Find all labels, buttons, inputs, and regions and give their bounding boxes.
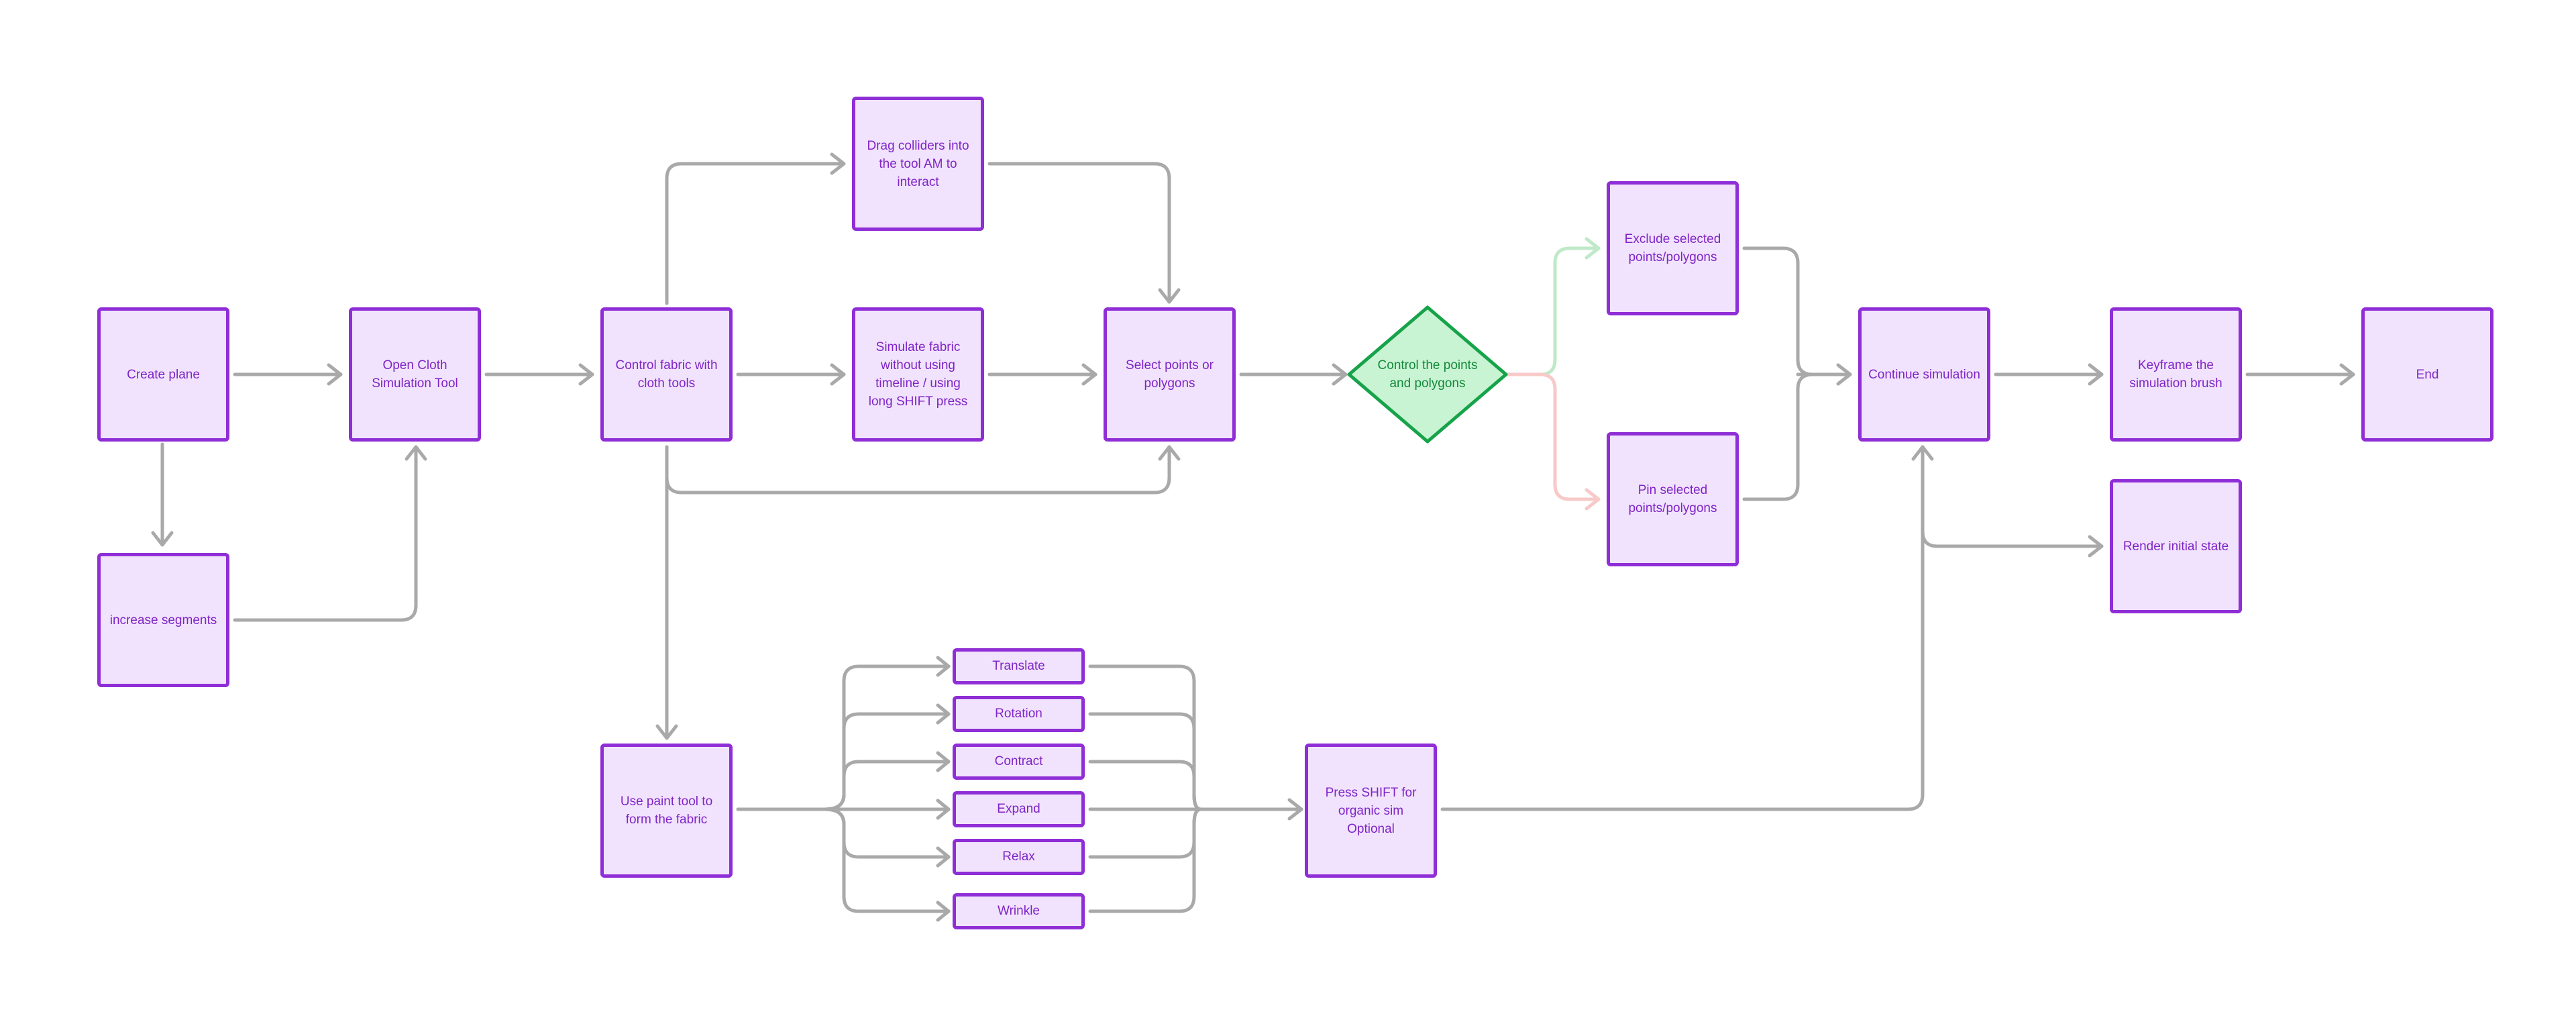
node-label: Create plane: [127, 367, 200, 382]
node-label: Select points or polygons: [1126, 358, 1214, 391]
arrowhead: [936, 703, 951, 725]
connector-brush-to-shift-5: [1088, 807, 1203, 913]
arrowhead: [936, 846, 951, 868]
arrowhead: [830, 152, 846, 175]
connector-pin-to-continue: [1742, 372, 1815, 501]
connector-control-to-select-loop: [665, 445, 1171, 495]
connector-decision-to-pin: [1506, 372, 1601, 501]
node-label: Drag colliders into the tool AM to inter…: [867, 138, 969, 189]
arrowhead: [1585, 488, 1601, 511]
arrowhead: [2339, 363, 2355, 386]
node-create-plane[interactable]: Create plane: [97, 307, 229, 442]
brush-mode-contract[interactable]: Contract: [953, 744, 1085, 780]
connector-exclude-to-continue: [1742, 246, 1815, 376]
node-label: Open Cloth Simulation Tool: [372, 358, 458, 391]
arrowhead: [1332, 363, 1348, 386]
node-end[interactable]: End: [2361, 307, 2493, 442]
brush-fan-left: [823, 656, 951, 922]
connector-control-to-drag: [665, 162, 846, 305]
arrowhead: [327, 363, 343, 386]
node-label: Press SHIFT for organic sim Optional: [1325, 785, 1417, 836]
arrowhead: [936, 901, 951, 922]
node-label: increase segments: [109, 613, 217, 627]
node-render-initial-state[interactable]: Render initial state: [2110, 479, 2242, 613]
node-select-points[interactable]: Select points or polygons: [1104, 307, 1236, 442]
connector-decision-to-exclude: [1506, 246, 1601, 376]
node-use-paint-tool[interactable]: Use paint tool to form the fabric: [600, 744, 733, 878]
node-open-cloth-simulation-tool[interactable]: Open Cloth Simulation Tool: [349, 307, 481, 442]
node-label: Exclude selected points/polygons: [1624, 232, 1721, 264]
arrowhead: [936, 799, 951, 820]
arrowhead: [151, 531, 174, 547]
arrowhead: [1158, 445, 1181, 461]
node-label: Continue simulation: [1868, 367, 1980, 382]
brush-mode-translate[interactable]: Translate: [953, 648, 1085, 684]
arrowhead: [1081, 363, 1097, 386]
decision-diamond-shape: [1347, 305, 1508, 444]
node-continue-simulation[interactable]: Continue simulation: [1858, 307, 1990, 442]
brush-mode-label: Rotation: [995, 707, 1042, 721]
brush-mode-label: Expand: [997, 802, 1040, 816]
brush-mode-rotation[interactable]: Rotation: [953, 696, 1085, 732]
brush-fan-right: [1088, 664, 1203, 913]
arrowhead: [1585, 237, 1601, 260]
node-simulate-fabric[interactable]: Simulate fabric without using timeline /…: [852, 307, 984, 442]
arrowhead: [405, 445, 427, 461]
arrowhead: [2088, 535, 2104, 558]
node-control-fabric[interactable]: Control fabric with cloth tools: [600, 307, 733, 442]
brush-mode-relax[interactable]: Relax: [953, 839, 1085, 875]
node-label: Use paint tool to form the fabric: [620, 795, 713, 827]
node-exclude-selected[interactable]: Exclude selected points/polygons: [1607, 181, 1739, 315]
node-drag-colliders[interactable]: Drag colliders into the tool AM to inter…: [852, 97, 984, 231]
arrowhead: [578, 363, 594, 386]
arrowhead: [1158, 288, 1181, 304]
connector-brush-to-shift-0: [1088, 664, 1203, 811]
decision-label: Control the points and polygons: [1377, 358, 1478, 391]
arrowhead: [1287, 798, 1303, 821]
connector-paint-to-brush-2: [823, 760, 951, 811]
arrowhead: [936, 656, 951, 677]
node-label: Control fabric with cloth tools: [615, 358, 718, 391]
arrowhead: [655, 724, 678, 740]
node-label: Render initial state: [2123, 539, 2229, 554]
node-label: End: [2416, 367, 2439, 382]
node-label: Keyframe the simulation brush: [2129, 358, 2222, 391]
connector-continue-to-render: [1921, 445, 2104, 548]
arrowhead: [1911, 445, 1934, 461]
connector-brush-to-shift-4: [1088, 807, 1203, 859]
brush-mode-label: Wrinkle: [998, 904, 1040, 918]
brush-mode-expand[interactable]: Expand: [953, 791, 1085, 827]
node-keyframe-brush[interactable]: Keyframe the simulation brush: [2110, 307, 2242, 442]
brush-mode-label: Translate: [992, 659, 1045, 673]
connector-shift-to-continue: [1440, 445, 1925, 811]
connector-paint-to-brush-5: [823, 807, 951, 913]
connector-segments-to-open: [233, 445, 418, 622]
connector-brush-to-shift-2: [1088, 760, 1203, 811]
node-increase-segments[interactable]: increase segments: [97, 553, 229, 687]
node-press-shift[interactable]: Press SHIFT for organic sim Optional: [1305, 744, 1437, 878]
brush-mode-label: Relax: [1002, 850, 1035, 864]
arrowhead: [936, 751, 951, 772]
arrowhead: [1836, 363, 1852, 386]
node-label: Simulate fabric without using timeline /…: [868, 340, 968, 409]
decision-control-points[interactable]: Control the points and polygons: [1373, 336, 1483, 413]
connector-drag-to-select: [987, 162, 1171, 304]
arrowhead: [2088, 363, 2104, 386]
brush-mode-label: Contract: [994, 754, 1043, 768]
arrowhead: [830, 363, 846, 386]
brush-mode-wrinkle[interactable]: Wrinkle: [953, 893, 1085, 929]
node-pin-selected[interactable]: Pin selected points/polygons: [1607, 432, 1739, 566]
node-label: Pin selected points/polygons: [1628, 483, 1717, 515]
